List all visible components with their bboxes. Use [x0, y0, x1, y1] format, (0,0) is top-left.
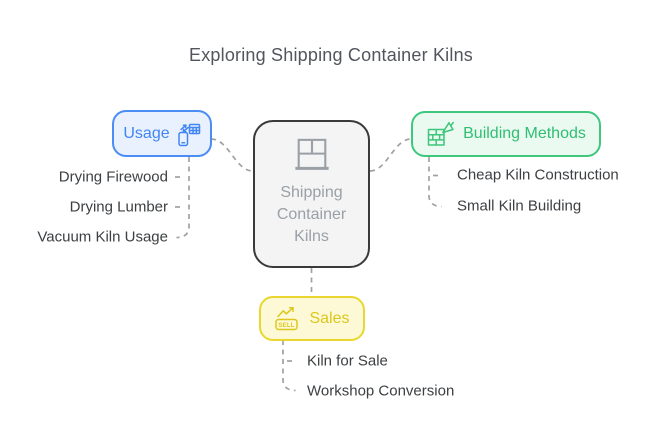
usage-node-label: Usage: [123, 124, 170, 142]
central-node-shipping-container-kilns[interactable]: Shipping Container Kilns: [253, 120, 370, 268]
connector-building-branch: [428, 157, 442, 208]
sell-box-trend-icon: SELL: [275, 307, 299, 331]
usage-item-vacuum-kiln-usage[interactable]: Vacuum Kiln Usage: [37, 228, 168, 246]
sales-node-label: Sales: [309, 309, 350, 327]
branch-node-sales[interactable]: SELL Sales: [259, 296, 365, 341]
sales-item-kiln-for-sale[interactable]: Kiln for Sale: [307, 352, 388, 370]
container-window-icon: [294, 138, 329, 170]
building-methods-node-label: Building Methods: [463, 125, 586, 142]
sales-item-workshop-conversion[interactable]: Workshop Conversion: [307, 382, 455, 400]
brick-wall-trowel-icon: [427, 121, 455, 146]
page-title: Exploring Shipping Container Kilns: [189, 45, 473, 65]
connector-usage-to-central: [210, 138, 254, 172]
usage-item-drying-firewood[interactable]: Drying Firewood: [58, 168, 168, 186]
building-item-cheap-kiln-construction[interactable]: Cheap Kiln Construction: [457, 166, 619, 184]
connector-sales-branch: [282, 340, 296, 392]
connector-usage-branch: [176, 157, 190, 239]
usage-item-drying-lumber[interactable]: Drying Lumber: [69, 198, 168, 216]
phone-sync-table-icon: [177, 123, 200, 146]
central-node-label: Shipping Container Kilns: [276, 184, 347, 245]
connector-central-to-building: [369, 138, 412, 172]
branch-node-usage[interactable]: Usage: [112, 110, 212, 157]
building-item-small-kiln-building[interactable]: Small Kiln Building: [457, 197, 582, 215]
sell-icon-label: SELL: [279, 323, 295, 329]
branch-node-building-methods[interactable]: Building Methods: [411, 111, 601, 157]
